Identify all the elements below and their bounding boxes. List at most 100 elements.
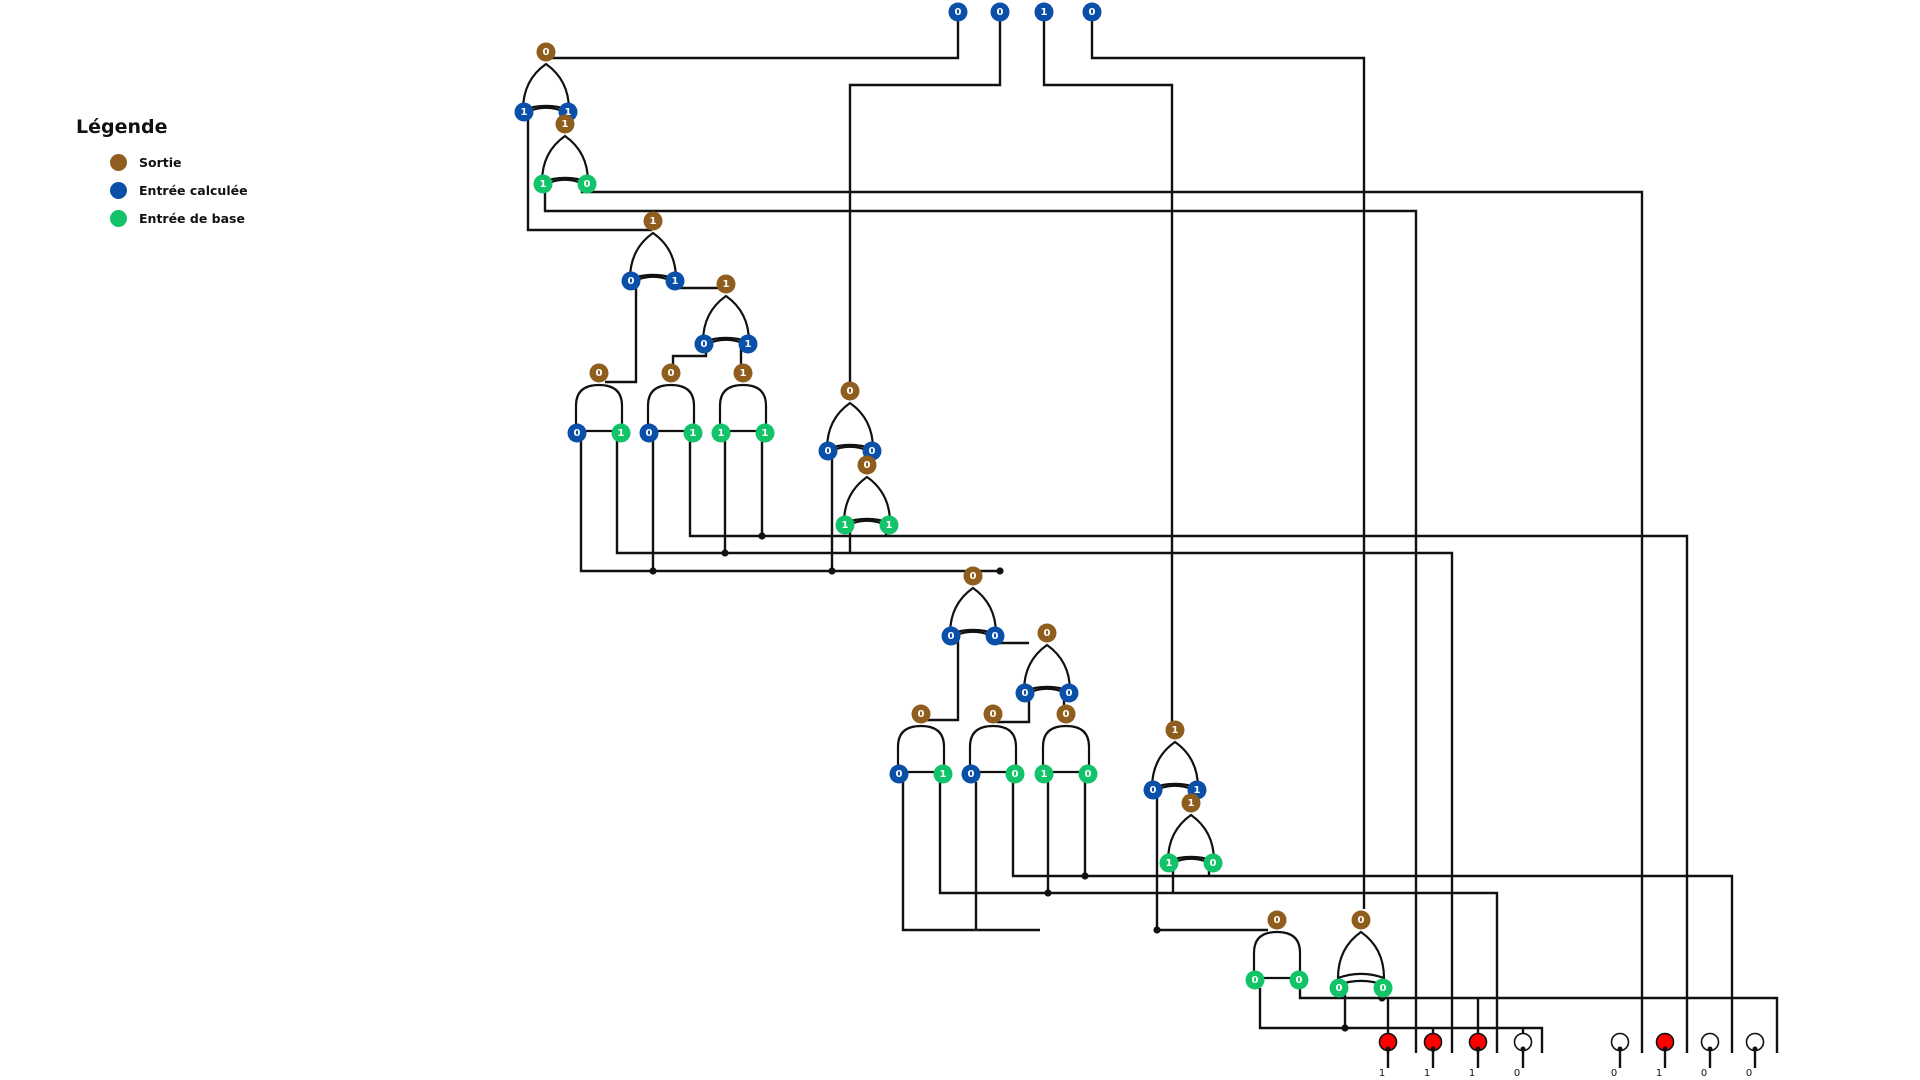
svg-text:1: 1 [565,107,572,118]
pin-out-or-9: 1 [1165,720,1185,740]
svg-text:0: 0 [970,571,977,582]
svg-text:1: 1 [1656,1068,1662,1079]
pin-in-b-or-8: 0 [1059,683,1079,703]
svg-text:0: 0 [1150,785,1157,796]
pin-out-or-3: 1 [643,211,663,231]
wire-junction [1081,872,1089,880]
pin-in-a-and-1: 0 [567,423,587,443]
svg-text:1: 1 [562,119,569,130]
gate-and-6 [1041,724,1091,774]
top-input-2: 1 [1034,2,1054,22]
pin-in-a-and-4: 0 [889,764,909,784]
svg-text:0: 0 [992,631,999,642]
w-or3-a [605,288,638,384]
wire-junction [1153,926,1161,934]
svg-text:1: 1 [650,216,657,227]
svg-text:0: 0 [1336,983,1343,994]
w-and7-a [1258,988,1544,1053]
gate-and-4 [896,724,946,774]
svg-text:0: 0 [1022,688,1029,699]
legend-item-entree-de-base: Entrée de base [76,204,248,232]
svg-text:0: 0 [948,631,955,642]
pin-in-a-or-5: 0 [818,441,838,461]
wire-junction [996,567,1004,575]
svg-text:0: 0 [869,446,876,457]
w-and1-b [615,441,1454,1053]
pin-out-or-2: 1 [555,114,575,134]
svg-text:0: 0 [1274,915,1281,926]
svg-text:0: 0 [1085,769,1092,780]
svg-text:0: 0 [1514,1068,1520,1079]
svg-text:1: 1 [723,279,730,290]
pin-in-a-or-7: 0 [941,626,961,646]
gate-and-1 [574,383,624,433]
svg-text:1: 1 [762,428,769,439]
svg-text:0: 0 [1063,709,1070,720]
gate-and-3 [718,383,768,433]
pin-in-a-and-6: 1 [1034,764,1054,784]
pin-in-b-or-10: 0 [1203,853,1223,873]
pin-in-a-or-8: 0 [1015,683,1035,703]
gate-or-6 [842,475,892,527]
legend-item-sortie: Sortie [76,148,248,176]
gate-xor-1 [1336,930,1386,987]
pin-out-and-7: 0 [1267,910,1287,930]
gate-and-5 [968,724,1018,774]
svg-text:0: 0 [990,709,997,720]
legend-label-sortie: Sortie [139,154,182,170]
w-top-in2 [1042,12,1174,735]
legend-title: Légende [76,116,168,138]
pin-out-or-1: 0 [536,42,556,62]
pin-in-b-and-6: 0 [1078,764,1098,784]
wire-junction [649,567,657,575]
svg-text:0: 0 [628,276,635,287]
pin-in-a-and-2: 0 [639,423,659,443]
svg-text:1: 1 [1194,785,1201,796]
output-lamp-3: 0 [1513,1032,1533,1079]
svg-text:0: 0 [1252,975,1259,986]
svg-text:0: 0 [997,7,1004,18]
pin-in-a-or-10: 1 [1159,853,1179,873]
svg-text:1: 1 [745,339,752,350]
pin-in-a-and-3: 1 [711,423,731,443]
svg-text:1: 1 [1379,1068,1385,1079]
pin-in-a-or-9: 0 [1143,780,1163,800]
pin-in-b-and-2: 1 [683,423,703,443]
svg-text:0: 0 [1066,688,1073,699]
svg-text:1: 1 [1041,7,1048,18]
w-or2-b [580,172,1644,1053]
pin-in-b-and-4: 1 [933,764,953,784]
w-top-in0 [545,12,960,60]
svg-text:0: 0 [584,179,591,190]
svg-text:0: 0 [574,428,581,439]
svg-text:0: 0 [825,446,832,457]
pin-in-a-or-1: 1 [514,102,534,122]
top-input-3: 0 [1082,2,1102,22]
svg-text:1: 1 [1469,1068,1475,1079]
pin-out-or-10: 1 [1181,793,1201,813]
pin-in-a-or-4: 0 [694,334,714,354]
output-lamp-1: 1 [1423,1032,1443,1079]
w-and4-a [901,782,1040,932]
gate-and-2 [646,383,696,433]
pin-out-and-5: 0 [983,704,1003,724]
svg-text:1: 1 [940,769,947,780]
w-and4-b [938,782,1499,1053]
pin-in-b-or-3: 1 [665,271,685,291]
svg-text:1: 1 [718,428,725,439]
svg-text:0: 0 [1296,975,1303,986]
w-or7-a [922,636,960,722]
svg-text:1: 1 [618,428,625,439]
pin-in-a-or-6: 1 [835,515,855,535]
svg-text:0: 0 [646,428,653,439]
svg-text:1: 1 [1172,725,1179,736]
svg-text:0: 0 [1380,983,1387,994]
pin-out-or-4: 1 [716,274,736,294]
pin-in-a-or-3: 0 [621,271,641,291]
wire-junction [758,532,766,540]
svg-text:1: 1 [842,520,849,531]
pin-in-b-or-6: 1 [879,515,899,535]
pin-out-or-8: 0 [1037,623,1057,643]
svg-text:1: 1 [540,179,547,190]
